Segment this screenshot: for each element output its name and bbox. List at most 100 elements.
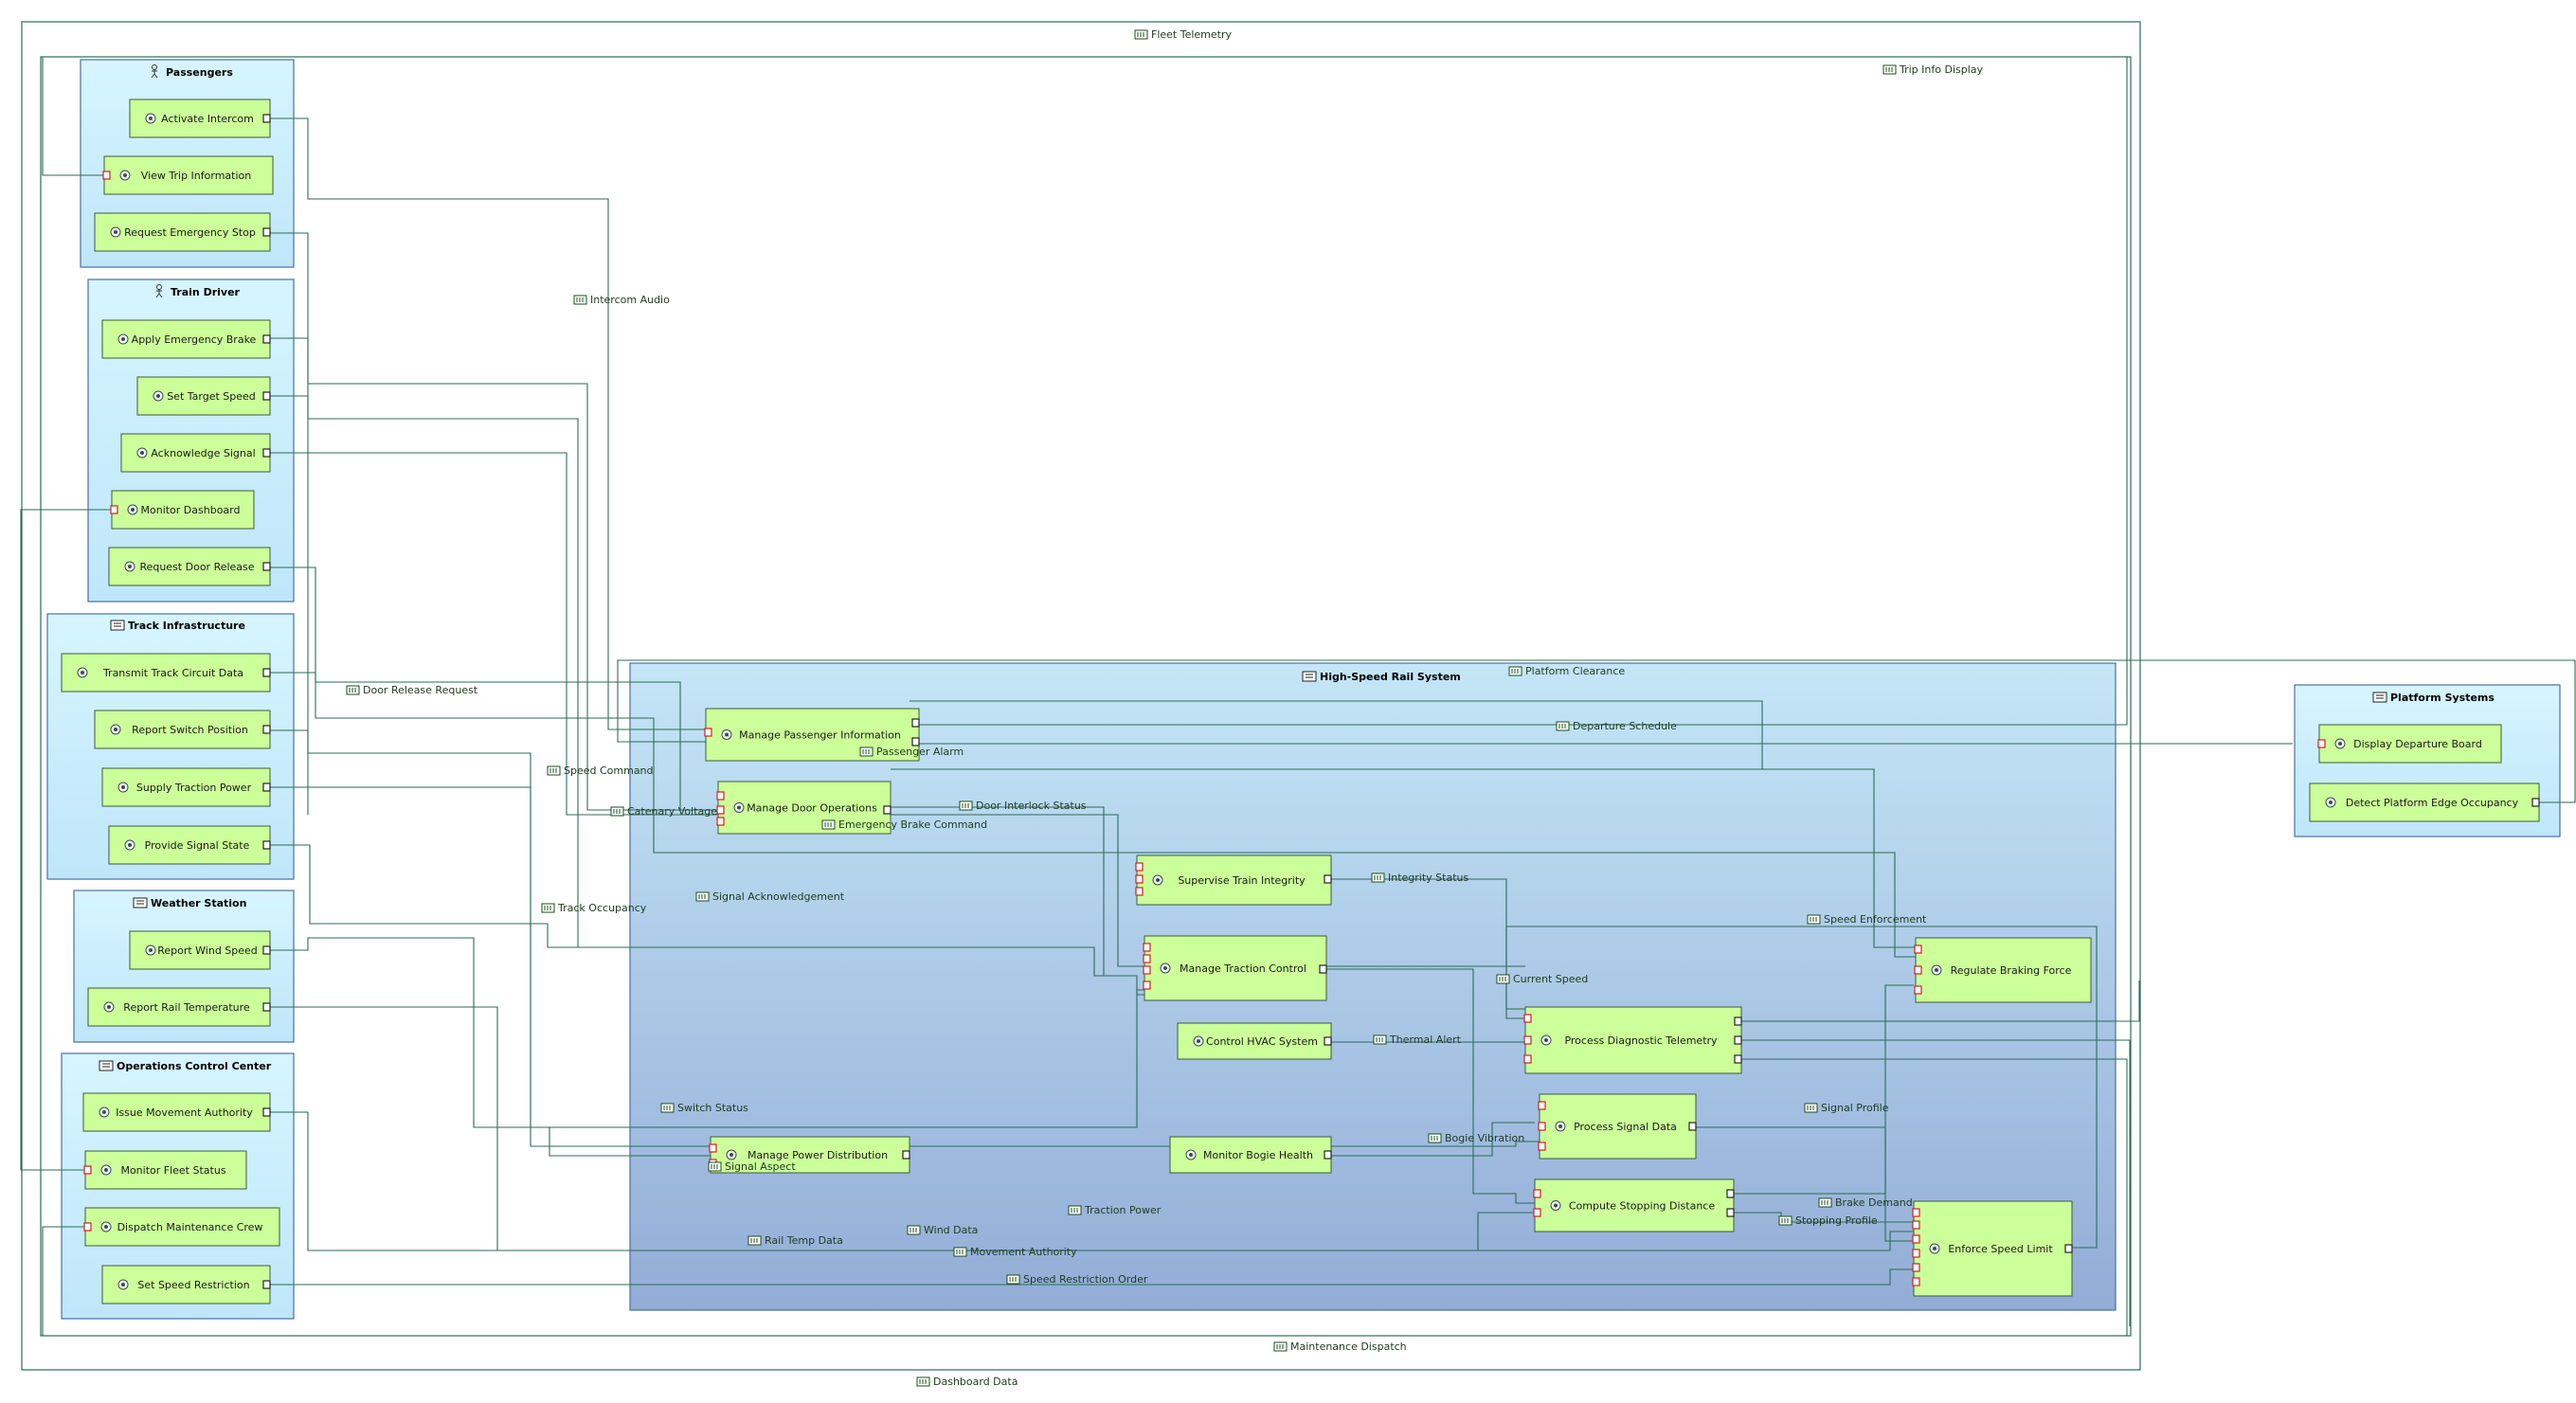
output-port[interactable] [262, 1107, 271, 1117]
input-port[interactable] [1912, 1234, 1920, 1244]
function-monitor-bogie-health[interactable]: Monitor Bogie Health [1169, 1136, 1332, 1174]
function-process-diagnostic-telemetry[interactable]: Process Diagnostic Telemetry [1523, 1006, 1742, 1074]
input-port[interactable] [1538, 1101, 1546, 1110]
output-port[interactable] [1734, 1035, 1742, 1045]
input-port[interactable] [83, 1165, 92, 1175]
output-port[interactable] [262, 782, 271, 792]
function-set-target-speed[interactable]: Set Target Speed [136, 376, 271, 416]
flow-label-catenary-voltage[interactable]: Catenary Voltage [610, 805, 717, 818]
flow-label-door-interlock-status[interactable]: Door Interlock Status [959, 800, 1087, 812]
input-port[interactable] [1523, 1035, 1532, 1045]
input-port[interactable] [1135, 874, 1144, 884]
flow-label-departure-schedule[interactable]: Departure Schedule [1556, 720, 1677, 732]
input-port[interactable] [83, 1222, 92, 1232]
flow-label-passenger-alarm[interactable]: Passenger Alarm [859, 746, 964, 758]
function-manage-passenger-information[interactable]: Manage Passenger Information [704, 708, 920, 762]
function-request-door-release[interactable]: Request Door Release [108, 547, 271, 586]
input-port[interactable] [1523, 1014, 1532, 1023]
function-supervise-train-integrity[interactable]: Supervise Train Integrity [1135, 854, 1332, 906]
output-port[interactable] [2531, 798, 2540, 807]
function-report-rail-temperature[interactable]: Report Rail Temperature [87, 987, 271, 1027]
input-port[interactable] [1912, 1220, 1920, 1230]
input-port[interactable] [716, 805, 725, 815]
flow-label-brake-demand[interactable]: Brake Demand [1818, 1196, 1913, 1209]
input-port[interactable] [1135, 862, 1144, 872]
input-port[interactable] [1912, 1249, 1920, 1258]
function-process-signal-data[interactable]: Process Signal Data [1538, 1093, 1697, 1160]
output-port[interactable] [262, 840, 271, 850]
input-port[interactable] [1912, 1277, 1920, 1286]
output-port[interactable] [2064, 1244, 2073, 1253]
output-port[interactable] [911, 737, 920, 746]
function-report-wind-speed[interactable]: Report Wind Speed [129, 930, 271, 970]
flow-label-platform-clearance[interactable]: Platform Clearance [1508, 665, 1625, 677]
input-port[interactable] [1143, 980, 1151, 990]
function-monitor-dashboard[interactable]: Monitor Dashboard [110, 490, 255, 530]
flow-label-emergency-brake-command[interactable]: Emergency Brake Command [821, 818, 987, 831]
output-port[interactable] [262, 562, 271, 571]
flow-label-speed-command[interactable]: Speed Command [547, 764, 654, 777]
input-port[interactable] [1914, 965, 1922, 975]
output-port[interactable] [883, 805, 892, 815]
input-port[interactable] [709, 1143, 717, 1153]
output-port[interactable] [262, 448, 271, 458]
output-port[interactable] [262, 1280, 271, 1289]
input-port[interactable] [704, 728, 712, 737]
flow-label-current-speed[interactable]: Current Speed [1496, 973, 1588, 985]
input-port[interactable] [102, 171, 111, 180]
input-port[interactable] [1538, 1122, 1546, 1131]
function-set-speed-restriction[interactable]: Set Speed Restriction [101, 1265, 271, 1304]
function-activate-intercom[interactable]: Activate Intercom [129, 99, 271, 138]
output-port[interactable] [262, 945, 271, 955]
flow-label-traction-power[interactable]: Traction Power [1068, 1204, 1162, 1216]
flow-label-bogie-vibration[interactable]: Bogie Vibration [1428, 1132, 1524, 1144]
output-port[interactable] [1726, 1189, 1735, 1198]
input-port[interactable] [716, 817, 725, 826]
function-manage-traction-control[interactable]: Manage Traction Control [1143, 935, 1327, 1001]
output-port[interactable] [1319, 964, 1327, 974]
flow-label-signal-acknowledgement[interactable]: Signal Acknowledgement [695, 890, 845, 903]
function-regulate-braking-force[interactable]: Regulate Braking Force [1914, 937, 2092, 1003]
flow-label-signal-profile[interactable]: Signal Profile [1804, 1102, 1889, 1114]
flow-label-switch-status[interactable]: Switch Status [660, 1102, 748, 1114]
flow-label-door-release-request[interactable]: Door Release Request [346, 684, 478, 696]
function-apply-emergency-brake[interactable]: Apply Emergency Brake [101, 319, 271, 359]
input-port[interactable] [716, 791, 725, 800]
function-monitor-fleet-status[interactable]: Monitor Fleet Status [83, 1150, 247, 1190]
input-port[interactable] [1135, 887, 1144, 896]
input-port[interactable] [1914, 944, 1922, 954]
flow-label-integrity-status[interactable]: Integrity Status [1371, 872, 1468, 884]
output-port[interactable] [262, 668, 271, 677]
output-port[interactable] [262, 334, 271, 344]
flow-label-rail-temp-data[interactable]: Rail Temp Data [748, 1234, 843, 1247]
function-acknowledge-signal[interactable]: Acknowledge Signal [120, 433, 271, 473]
output-port[interactable] [1726, 1208, 1735, 1217]
flow-label-wind-data[interactable]: Wind Data [907, 1224, 978, 1236]
function-supply-traction-power[interactable]: Supply Traction Power [101, 767, 271, 807]
input-port[interactable] [1143, 954, 1151, 963]
flow-label-maintenance-dispatch[interactable]: Maintenance Dispatch [1273, 1340, 1407, 1353]
function-enforce-speed-limit[interactable]: Enforce Speed Limit [1912, 1200, 2073, 1297]
function-provide-signal-state[interactable]: Provide Signal State [108, 825, 271, 865]
output-port[interactable] [262, 227, 271, 237]
flow-label-intercom-audio[interactable]: Intercom Audio [573, 294, 670, 306]
function-issue-movement-authority[interactable]: Issue Movement Authority [82, 1092, 271, 1132]
flow-label-track-occupancy[interactable]: Track Occupancy [541, 902, 647, 914]
flow-label-speed-restriction-order[interactable]: Speed Restriction Order [1006, 1273, 1148, 1286]
input-port[interactable] [1143, 943, 1151, 952]
output-port[interactable] [262, 391, 271, 401]
function-compute-stopping-distance[interactable]: Compute Stopping Distance [1533, 1178, 1735, 1232]
input-port[interactable] [1143, 965, 1151, 975]
output-port[interactable] [911, 718, 920, 728]
output-port[interactable] [262, 725, 271, 734]
flow-label-dashboard-data[interactable]: Dashboard Data [916, 1376, 1018, 1388]
flow-label-thermal-alert[interactable]: Thermal Alert [1373, 1034, 1462, 1046]
function-dispatch-maintenance-crew[interactable]: Dispatch Maintenance Crew [83, 1207, 280, 1247]
flow-label-signal-aspect[interactable]: Signal Aspect [708, 1160, 796, 1173]
function-detect-platform-edge-occupancy[interactable]: Detect Platform Edge Occupancy [2309, 782, 2540, 822]
function-report-switch-position[interactable]: Report Switch Position [94, 710, 271, 749]
output-port[interactable] [1324, 1150, 1332, 1160]
output-port[interactable] [1734, 1016, 1742, 1026]
input-port[interactable] [110, 505, 118, 514]
function-control-hvac-system[interactable]: Control HVAC System [1177, 1022, 1332, 1060]
